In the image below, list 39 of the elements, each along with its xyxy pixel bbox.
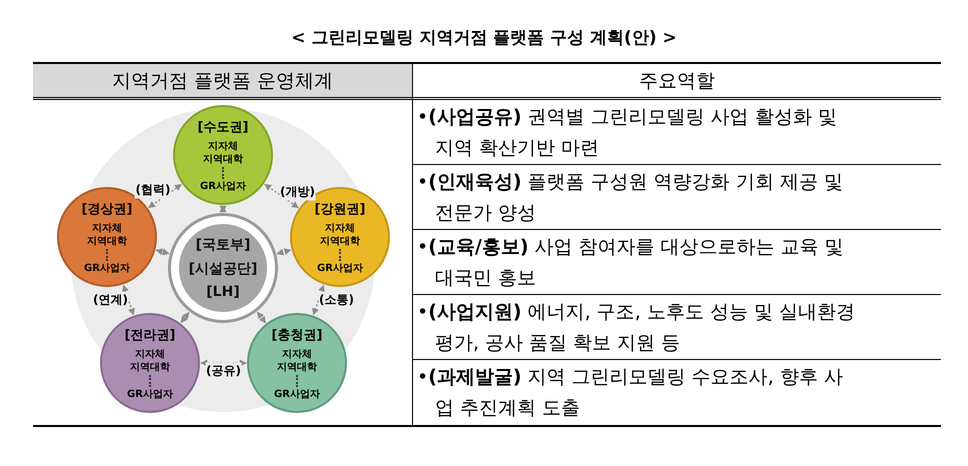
arrow (156, 248, 170, 256)
region-heading: [경상권] (82, 200, 132, 218)
member-text: GR사업자 (83, 262, 131, 274)
edge-label: (소통) (318, 292, 355, 308)
member-text: GR사업자 (126, 388, 174, 400)
region-heading: [강원권] (314, 200, 366, 218)
arrow (220, 205, 226, 213)
role-item: •(교육/홍보) 사업 참여자를 대상으로하는 교육 및 대국민 홍보 (413, 230, 941, 295)
edge-label: (공유) (205, 362, 242, 380)
member-text: GR사업자 (199, 180, 247, 192)
member-text: 지자체 지역대학 (86, 222, 128, 248)
role-item: •(사업공유) 권역별 그린리모델링 사업 활성화 및 지역 확산기반 마련 (413, 100, 941, 165)
member-text: 지자체 지역대학 (202, 140, 244, 166)
arrow (264, 184, 299, 208)
role-item: •(과제발굴) 지역 그린리모델링 수요조사, 향후 사업 추진계획 도출 (416, 365, 844, 421)
circle-text: [국토부] (196, 236, 250, 254)
role-item: •(사업지원) 에너지, 구조, 노후도 성능 및 실내환경 평가, 공사 품질 확보 지원 등 (413, 295, 941, 360)
member-text: 지자체 지역대학 (129, 348, 171, 374)
title: < 그린리모델링 지역거점 플랫폼 구성 계획(안) > (291, 28, 677, 48)
circle-text: [LH] (206, 284, 240, 300)
edge-label: (연계) (92, 292, 129, 308)
arrow (312, 284, 325, 316)
region-heading: [전라권] (124, 326, 176, 344)
region-heading: [수도권] (198, 118, 248, 136)
arrow (148, 184, 182, 208)
member-text: 지자체 지역대학 (319, 222, 361, 248)
member-text: GR사업자 (273, 388, 321, 400)
role-item: •(인재육성) 플랫폼 구성원 역량강화 기회 제공 및 전문가 양성 (413, 165, 941, 230)
arrow (122, 284, 135, 316)
arrow (256, 312, 266, 324)
region-heading: [충청권] (272, 326, 322, 344)
arrow (180, 312, 190, 324)
edge-label: (개방) (279, 184, 316, 200)
circle-text: [시설공단] (188, 260, 258, 278)
edge-label: (협력) (134, 182, 172, 198)
member-text: 지자체 지역대학 (276, 348, 318, 374)
column-header: 지역거점 플랫폼 운영체계 (33, 64, 413, 100)
member-text: GR사업자 (316, 262, 364, 274)
arrow (276, 248, 292, 256)
